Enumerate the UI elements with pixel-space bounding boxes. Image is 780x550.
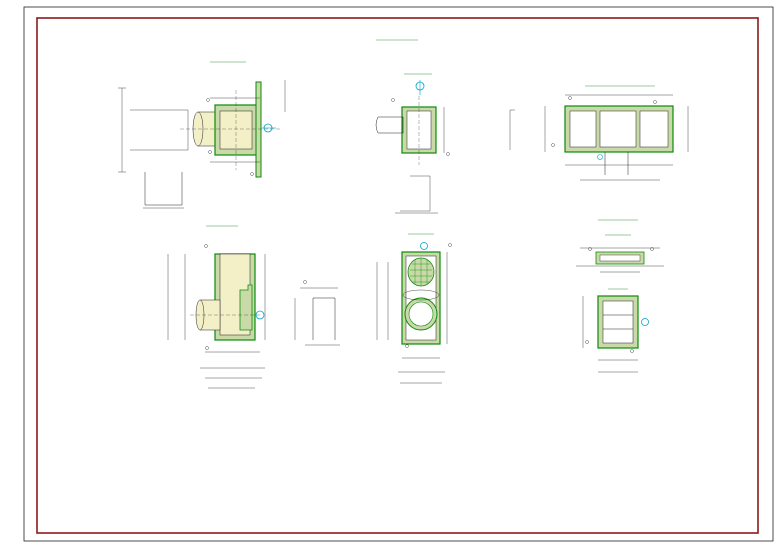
- view-section-cc: [375, 73, 450, 214]
- chamber-inside: [602, 300, 634, 344]
- chamber-cell-left: [569, 110, 597, 148]
- leader: [130, 109, 189, 151]
- chamber-cell-mid: [599, 110, 637, 148]
- weir-plate: [239, 284, 253, 331]
- callout: [588, 247, 592, 251]
- view-detail-group: [576, 219, 664, 273]
- callout: [391, 98, 395, 102]
- outer-border: [23, 6, 774, 542]
- detail-bracket: [312, 297, 336, 340]
- view-small-plan: [582, 288, 649, 373]
- leader: [509, 109, 515, 150]
- callout: [446, 152, 450, 156]
- lid-section-inside: [599, 254, 641, 262]
- callout: [405, 344, 409, 348]
- flange: [255, 81, 262, 178]
- pipe-opening-top: [402, 289, 440, 301]
- view-section-bb: [376, 233, 452, 384]
- callout: [206, 98, 210, 102]
- callout: [208, 150, 212, 154]
- pipe-opening-inner: [408, 301, 434, 327]
- section-marker: [255, 310, 265, 320]
- grate-upper-grid: [410, 258, 432, 286]
- callout: [568, 96, 572, 100]
- leader: [400, 175, 431, 212]
- callout: [653, 100, 657, 104]
- callout: [585, 340, 589, 344]
- callout: [205, 346, 209, 350]
- view-section-aa: [167, 225, 340, 389]
- callout: [250, 172, 254, 176]
- callout: [630, 349, 634, 353]
- section-marker: [420, 242, 428, 250]
- detail-bracket: [144, 172, 183, 206]
- chamber-cell-right: [639, 110, 669, 148]
- section-marker: [597, 154, 603, 160]
- callout: [650, 247, 654, 251]
- pipe: [378, 116, 404, 134]
- pipe-end: [375, 116, 379, 134]
- callout: [303, 280, 307, 284]
- callout: [448, 243, 452, 247]
- section-marker: [641, 318, 649, 326]
- callout: [204, 244, 208, 248]
- view-plan-wide: [509, 85, 689, 181]
- drawing-frame: [36, 17, 759, 534]
- view-plan-top: [118, 61, 286, 209]
- callout: [551, 143, 555, 147]
